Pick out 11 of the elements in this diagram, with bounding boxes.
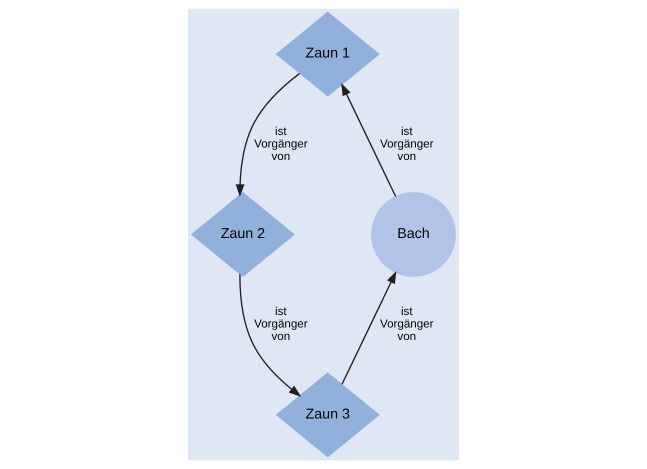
edge-label: ist Vorgänger von xyxy=(254,124,308,163)
edge-label: ist Vorgänger von xyxy=(254,305,308,344)
arrow xyxy=(236,72,300,197)
node-circle: Bach xyxy=(371,192,456,277)
arrow xyxy=(341,83,396,197)
node-diamond: Zaun 3 xyxy=(276,372,380,458)
edge-label: ist Vorgänger von xyxy=(380,305,434,344)
node-diamond: Zaun 2 xyxy=(190,192,295,278)
edge-label: ist Vorgänger von xyxy=(380,124,434,163)
arrow xyxy=(239,274,302,397)
arrow xyxy=(341,271,396,385)
